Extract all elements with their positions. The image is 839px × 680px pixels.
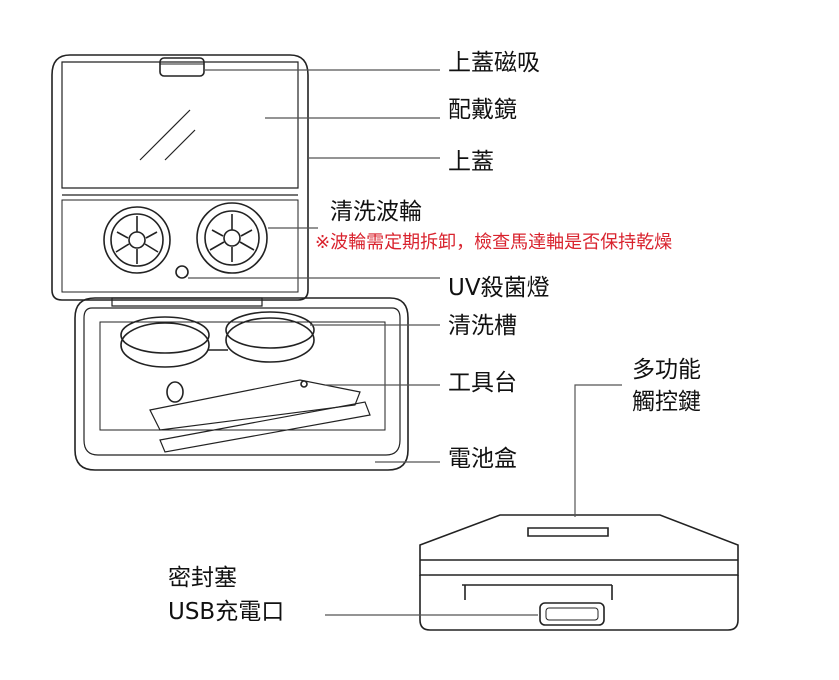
base-drawing xyxy=(74,297,409,471)
label-impeller: 清洗波輪 xyxy=(330,199,422,225)
label-usb-port: USB充電口 xyxy=(168,599,285,625)
touch-key xyxy=(527,527,609,537)
impeller-maintenance-note: ※波輪需定期拆卸，檢查馬達軸是否保持乾燥 xyxy=(315,232,673,253)
lid-drawing xyxy=(51,54,309,301)
usb-port xyxy=(539,602,605,626)
label-touch-key-line2: 觸控鍵 xyxy=(632,389,701,415)
label-uv-lamp: UV殺菌燈 xyxy=(448,275,550,301)
impeller-right xyxy=(196,202,268,274)
label-mirror: 配戴鏡 xyxy=(448,97,517,123)
label-lid-magnet: 上蓋磁吸 xyxy=(448,50,540,76)
label-seal-plug: 密封塞 xyxy=(168,565,237,591)
label-touch-key-line1: 多功能 xyxy=(632,357,701,383)
battery-box-drawing xyxy=(419,514,739,631)
label-lid: 上蓋 xyxy=(448,149,494,175)
label-battery-box: 電池盒 xyxy=(448,446,517,472)
lid-magnet xyxy=(159,57,205,77)
impeller-left xyxy=(103,206,171,274)
uv-lamp xyxy=(175,265,189,279)
label-wash-tank: 清洗槽 xyxy=(448,313,517,339)
label-tool-stand: 工具台 xyxy=(448,370,517,396)
